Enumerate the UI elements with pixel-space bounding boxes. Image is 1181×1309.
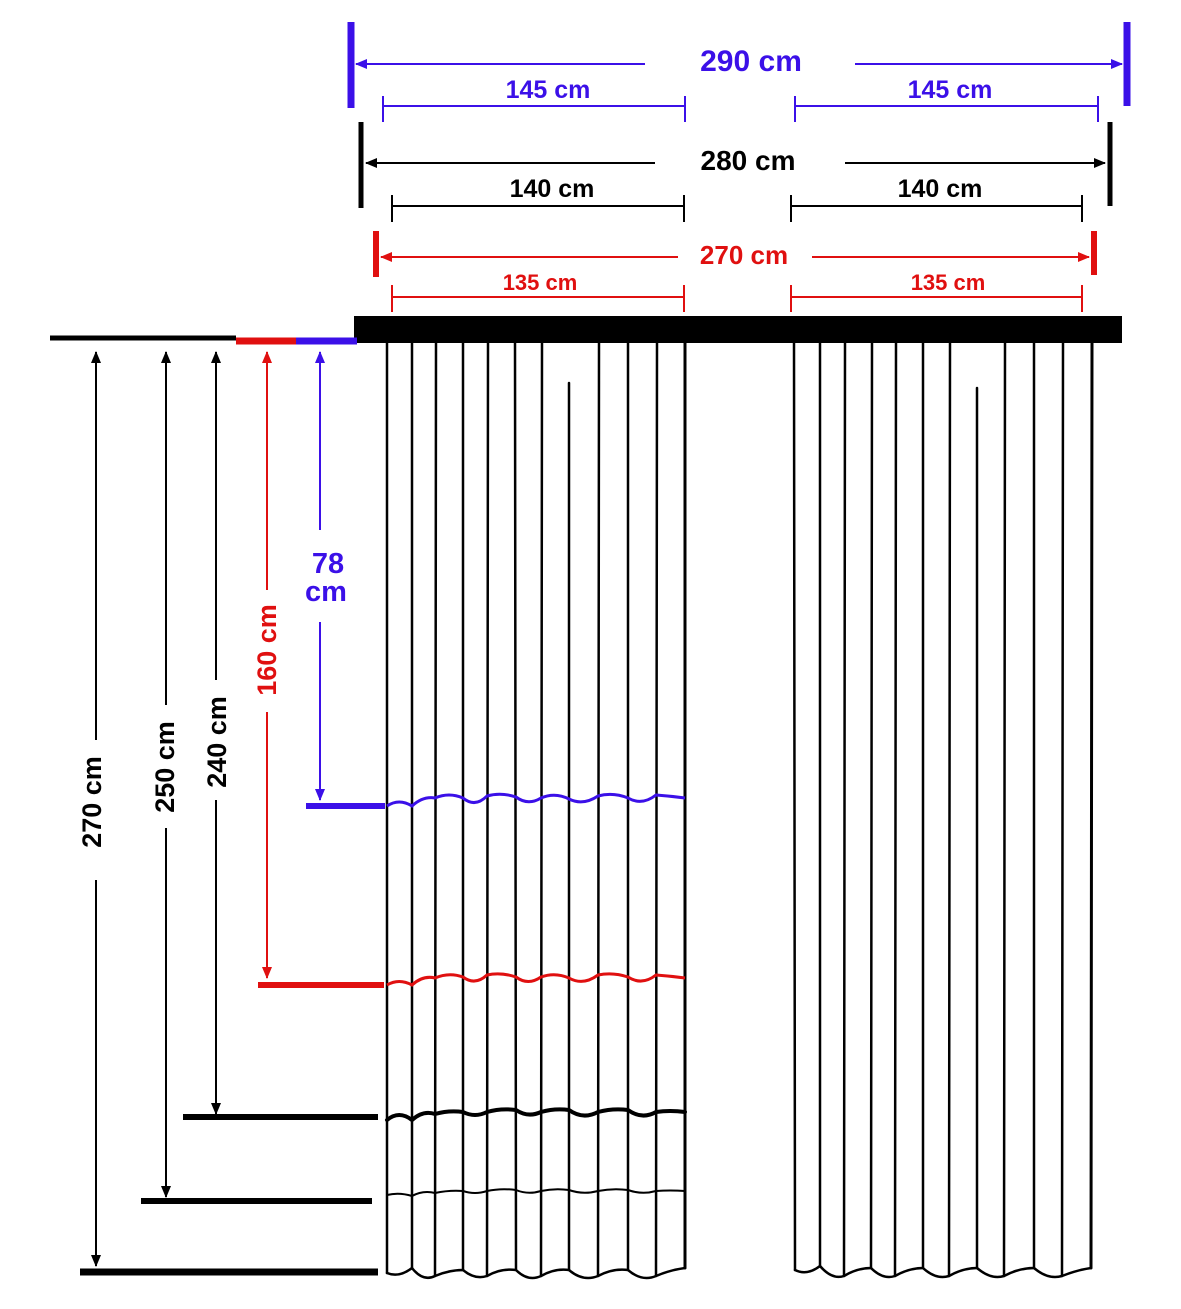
height-160-dimension xyxy=(258,351,384,988)
width-145-left-label: 145 cm xyxy=(506,76,591,104)
width-140-left-label: 140 cm xyxy=(510,175,595,203)
width-290-dimension xyxy=(347,22,1131,108)
width-280-label: 280 cm xyxy=(701,145,796,176)
width-145-right-dimension xyxy=(794,96,1099,122)
height-160-label: 160 cm xyxy=(252,604,282,696)
width-135-left-label: 135 cm xyxy=(503,270,578,295)
width-140-left-dimension xyxy=(391,195,685,222)
height-78-dimension xyxy=(306,351,385,809)
hem-78cm xyxy=(386,792,686,808)
width-135-right-dimension xyxy=(790,285,1083,312)
width-290-label: 290 cm xyxy=(700,45,802,78)
height-270-label: 270 cm xyxy=(77,756,107,848)
width-145-left-dimension xyxy=(382,96,686,122)
height-250-label: 250 cm xyxy=(150,721,180,813)
width-270-dimension xyxy=(373,231,1097,277)
width-145-right-label: 145 cm xyxy=(908,76,993,104)
height-240-label: 240 cm xyxy=(202,696,232,788)
width-140-right-dimension xyxy=(790,195,1083,222)
height-270-dimension xyxy=(80,351,378,1276)
width-280-dimension xyxy=(358,122,1113,208)
width-135-left-dimension xyxy=(391,285,685,312)
left-curtain-panel xyxy=(384,341,687,1280)
width-135-right-label: 135 cm xyxy=(911,270,986,295)
width-140-right-label: 140 cm xyxy=(898,175,983,203)
right-curtain-panel xyxy=(792,341,1094,1279)
height-250-dimension xyxy=(141,351,372,1204)
height-78-unit: cm xyxy=(305,576,347,608)
height-240-dimension xyxy=(183,351,378,1120)
hem-160cm xyxy=(386,972,686,987)
height-78-value: 78 xyxy=(312,548,344,580)
curtain-rod xyxy=(354,316,1122,343)
width-270-label: 270 cm xyxy=(700,240,788,270)
